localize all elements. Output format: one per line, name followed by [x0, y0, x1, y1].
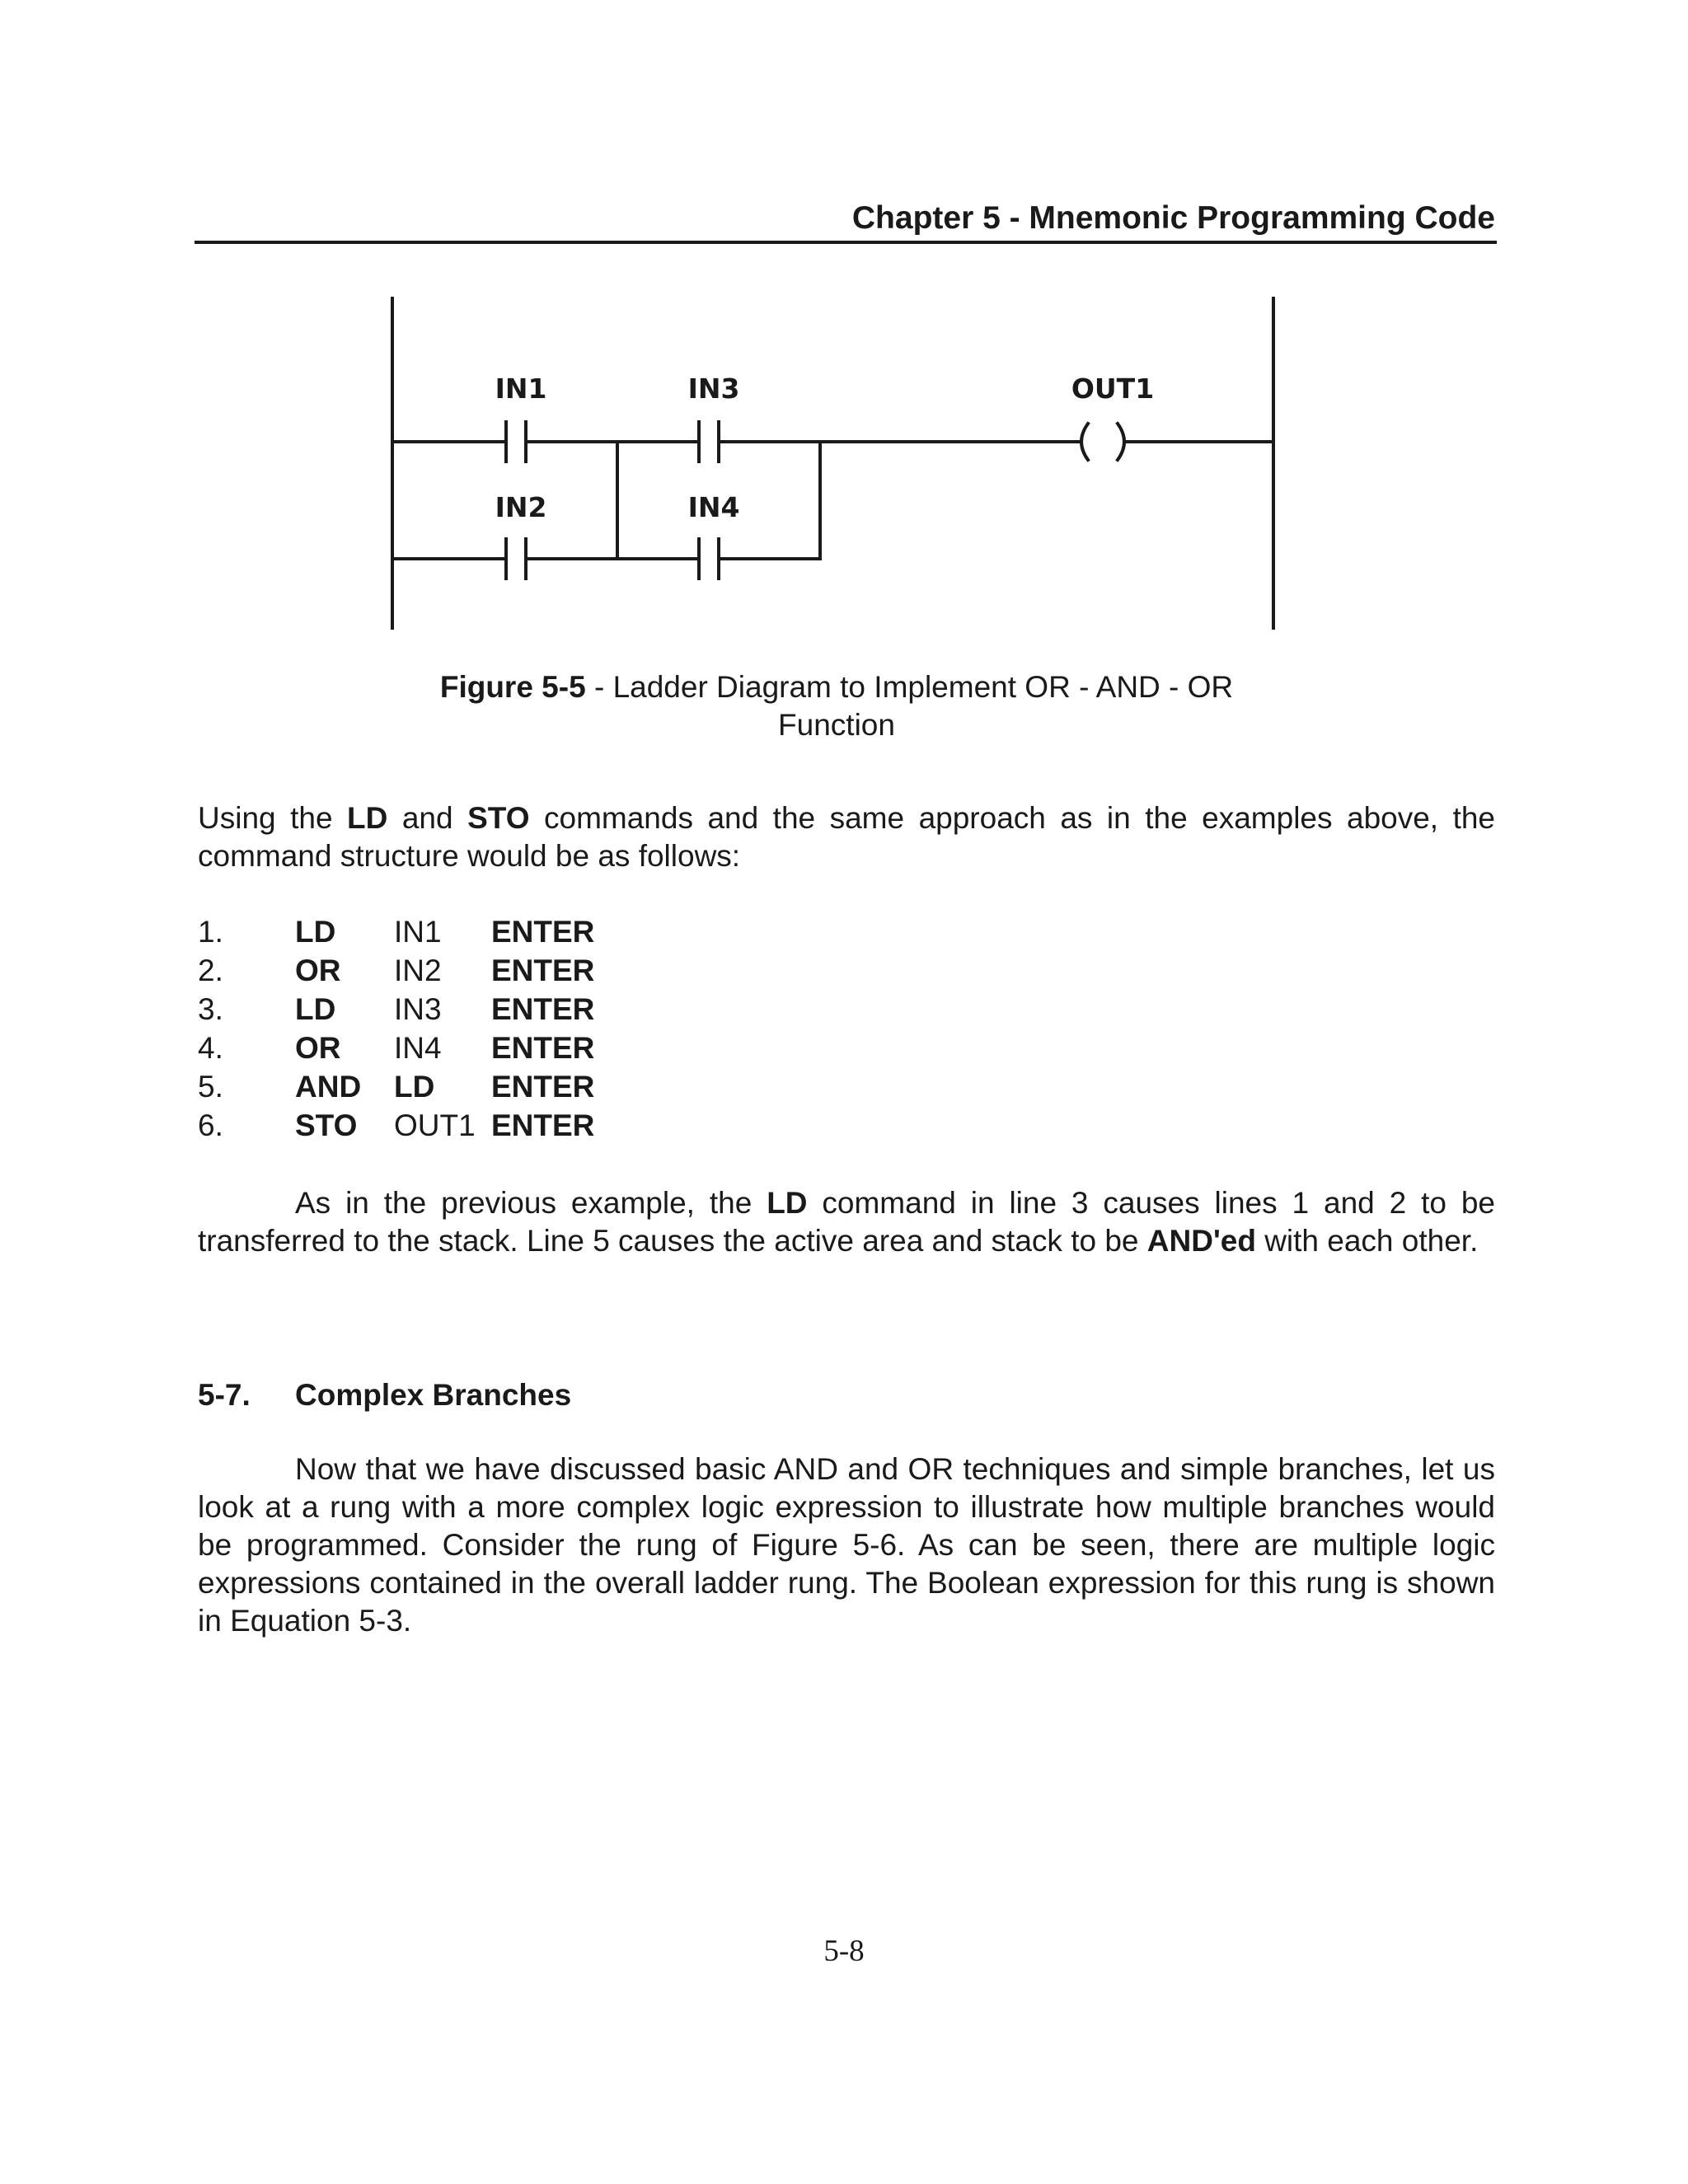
caption-separator: - — [585, 670, 613, 704]
figure-caption: Figure 5-5 - Ladder Diagram to Implement… — [313, 668, 1360, 744]
step-number: 1. — [198, 915, 223, 949]
step-enter: ENTER — [491, 1031, 595, 1065]
contact-in4 — [616, 537, 822, 580]
ladder-diagram: IN1 IN2 IN3 IN4 OUT1 — [391, 297, 1275, 630]
page-number: 5-8 — [823, 1934, 865, 1968]
step-command: OR — [295, 1031, 341, 1065]
page-header-title: Chapter 5 - Mnemonic Programming Code — [851, 200, 1495, 236]
header-rule — [195, 241, 1497, 244]
intro-sto-keyword: STO — [467, 801, 530, 835]
caption-text-line2: Function — [778, 708, 895, 742]
section-number: 5-7. — [198, 1378, 251, 1412]
section-title: Complex Branches — [295, 1378, 572, 1412]
intro-text-pre: Using the — [198, 801, 348, 835]
step-enter: ENTER — [491, 915, 595, 949]
step-enter: ENTER — [491, 1108, 595, 1142]
para2-ld-keyword: LD — [767, 1186, 808, 1220]
intro-text-post: commands and the same approach as in the… — [198, 801, 1496, 873]
label-in1: IN1 — [495, 373, 547, 405]
contact-in3 — [616, 420, 822, 463]
caption-text: Ladder Diagram to Implement OR - AND - O… — [612, 670, 1234, 704]
intro-paragraph: Using the LD and STO commands and the sa… — [198, 799, 1495, 875]
step-number: 6. — [198, 1108, 223, 1142]
step-command: STO — [295, 1108, 358, 1142]
step-enter: ENTER — [491, 992, 595, 1026]
label-in2: IN2 — [495, 491, 547, 523]
contact-in1 — [391, 420, 619, 463]
contact-in2 — [391, 537, 619, 580]
step-command: OR — [295, 954, 341, 987]
figure-label: Figure 5-5 — [439, 670, 586, 704]
step-enter: ENTER — [491, 1070, 595, 1104]
step-operand: OUT1 — [394, 1108, 476, 1142]
label-out1: OUT1 — [1071, 373, 1154, 405]
para2-text-post: with each other. — [1255, 1224, 1479, 1258]
para2-anded-keyword: AND'ed — [1146, 1224, 1256, 1258]
step-operand: LD — [394, 1070, 435, 1104]
step-command: LD — [295, 915, 336, 949]
label-in4: IN4 — [688, 491, 740, 523]
step-operand: IN3 — [394, 992, 442, 1026]
step-command: AND — [295, 1070, 362, 1104]
intro-text-and: and — [387, 801, 468, 835]
step-number: 4. — [198, 1031, 223, 1065]
step-enter: ENTER — [491, 954, 595, 987]
body-paragraph: Now that we have discussed basic AND and… — [198, 1452, 1495, 1638]
coil-out1 — [1071, 421, 1275, 462]
explanation-paragraph: As in the previous example, the LD comma… — [198, 1184, 1495, 1260]
step-operand: IN1 — [394, 915, 442, 949]
para2-text-mid: command in line 3 causes lines 1 and 2 t… — [198, 1186, 1495, 1258]
step-operand: IN2 — [394, 954, 442, 987]
step-operand: IN4 — [394, 1031, 442, 1065]
step-number: 5. — [198, 1070, 223, 1104]
step-number: 2. — [198, 954, 223, 987]
intro-ld-keyword: LD — [347, 801, 388, 835]
step-command: LD — [295, 992, 336, 1026]
label-in3: IN3 — [688, 373, 740, 405]
para2-text-pre: As in the previous example, the — [295, 1186, 767, 1220]
step-number: 3. — [198, 992, 223, 1026]
